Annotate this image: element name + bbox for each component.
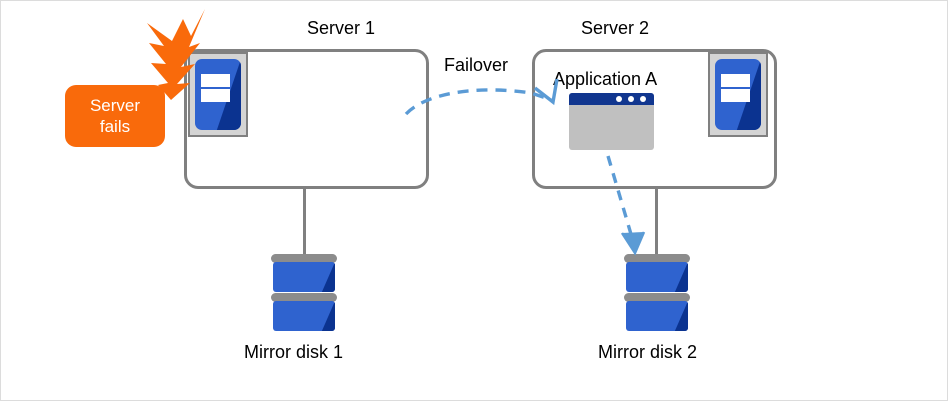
window-control-dot-icon	[628, 96, 634, 102]
disk-body	[273, 301, 335, 331]
server-tower-slot	[200, 73, 230, 87]
disk-plate	[624, 254, 690, 263]
server-tower-body	[195, 59, 241, 130]
window-titlebar	[569, 93, 654, 105]
server-fails-line2: fails	[99, 117, 131, 136]
mirror-disk-1-icon	[271, 254, 337, 334]
server2-title: Server 2	[581, 18, 650, 38]
server-tower-slot	[720, 88, 750, 102]
server1-disk-connector	[303, 189, 306, 257]
failover-label: Failover	[444, 55, 509, 75]
server2-disk-connector	[655, 189, 658, 257]
window-control-dot-icon	[640, 96, 646, 102]
disk-plate	[624, 293, 690, 302]
server-tower-slot	[720, 73, 750, 87]
application-a-label: Application A	[553, 69, 658, 89]
server-tower-icon	[188, 52, 248, 137]
server-fails-line1: Server	[89, 96, 141, 115]
disk-body	[273, 262, 335, 292]
window-control-dot-icon	[616, 96, 622, 102]
server1-title: Server 1	[307, 18, 376, 38]
disk-plate	[271, 293, 337, 302]
mirror-disk-2-label: Mirror disk 2	[598, 342, 698, 362]
mirror-disk-1-label: Mirror disk 1	[244, 342, 344, 362]
server-tower-icon	[708, 52, 768, 137]
disk-body	[626, 262, 688, 292]
server-fails-badge: Server fails	[65, 85, 165, 147]
disk-body	[626, 301, 688, 331]
server-tower-body	[715, 59, 761, 130]
server-tower-slot	[200, 88, 230, 102]
disk-plate	[271, 254, 337, 263]
application-window-icon	[569, 93, 654, 150]
mirror-disk-2-icon	[624, 254, 690, 334]
